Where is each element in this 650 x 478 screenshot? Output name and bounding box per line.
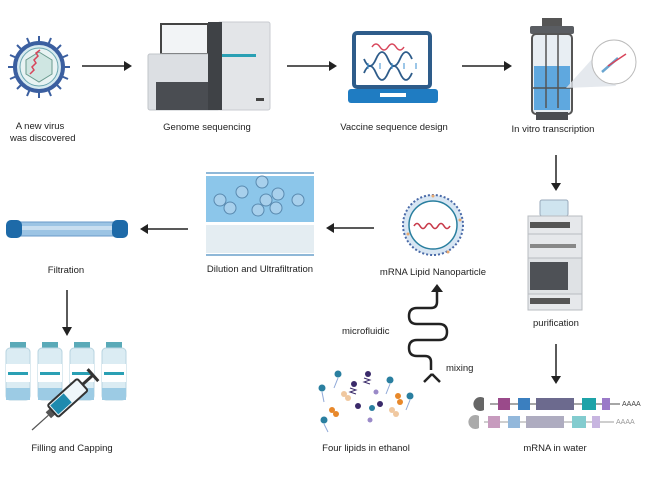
laptop-illustration xyxy=(348,31,438,105)
polya-label: AAAA xyxy=(622,401,641,408)
mrna-strand-icon: 5' AAAA 5' AAAA xyxy=(468,397,641,429)
microfluidic-channel-icon xyxy=(407,284,449,383)
mrna-water-label: mRNA in water xyxy=(523,443,587,454)
virus-label-line1: A new virus xyxy=(15,121,65,132)
microfluidic-channel xyxy=(402,284,462,384)
lipids-illustration xyxy=(314,370,424,436)
filling-label: Filling and Capping xyxy=(31,443,113,454)
lipids-label: Four lipids in ethanol xyxy=(322,443,410,454)
dilution-illustration xyxy=(206,172,314,258)
bioreactor-icon xyxy=(530,18,637,120)
arrow-left-2 xyxy=(140,224,188,234)
vials-syringe-icon xyxy=(5,342,127,431)
lnp-illustration xyxy=(398,190,468,260)
arrow-right-1 xyxy=(82,61,132,71)
filter-tube-icon xyxy=(6,220,128,238)
lipids-icon xyxy=(318,370,414,433)
virus-icon xyxy=(8,36,70,98)
purification-label: purification xyxy=(533,318,579,329)
virus-label-line2: was discovered xyxy=(10,133,76,144)
dilution-label: Dilution and Ultrafiltration xyxy=(206,264,314,275)
microfluidic-label: microfluidic xyxy=(342,326,390,337)
vials-illustration xyxy=(4,342,134,434)
arrow-down-3 xyxy=(62,290,72,336)
vaccine-design-label: Vaccine sequence design xyxy=(340,122,448,133)
virus-label: A new virus was discovered xyxy=(10,121,76,145)
mrna-strands-illustration: 5' AAAA 5' AAAA xyxy=(468,392,650,432)
virus-illustration xyxy=(6,34,72,100)
genome-sequencer-illustration xyxy=(146,20,272,112)
bioreactor-illustration xyxy=(520,16,640,122)
polya-label-2: AAAA xyxy=(616,419,635,426)
filtration-label: Filtration xyxy=(47,265,85,276)
ultrafiltration-icon xyxy=(206,172,314,256)
genome-sequencing-label: Genome sequencing xyxy=(163,122,251,133)
hplc-icon xyxy=(527,199,583,311)
lnp-label: mRNA Lipid Nanoparticle xyxy=(379,267,487,278)
arrow-right-2 xyxy=(287,61,337,71)
mixing-label: mixing xyxy=(446,363,474,374)
filter-illustration xyxy=(6,219,128,239)
sequencer-icon xyxy=(147,21,271,111)
arrow-right-3 xyxy=(462,61,512,71)
lipid-nanoparticle-icon xyxy=(402,194,464,256)
laptop-dna-icon xyxy=(348,31,438,103)
hplc-illustration xyxy=(526,196,586,312)
ivt-label: In vitro transcription xyxy=(511,124,595,135)
arrow-down-1 xyxy=(551,155,561,191)
arrow-down-2 xyxy=(551,344,561,384)
arrow-left-1 xyxy=(326,223,374,233)
